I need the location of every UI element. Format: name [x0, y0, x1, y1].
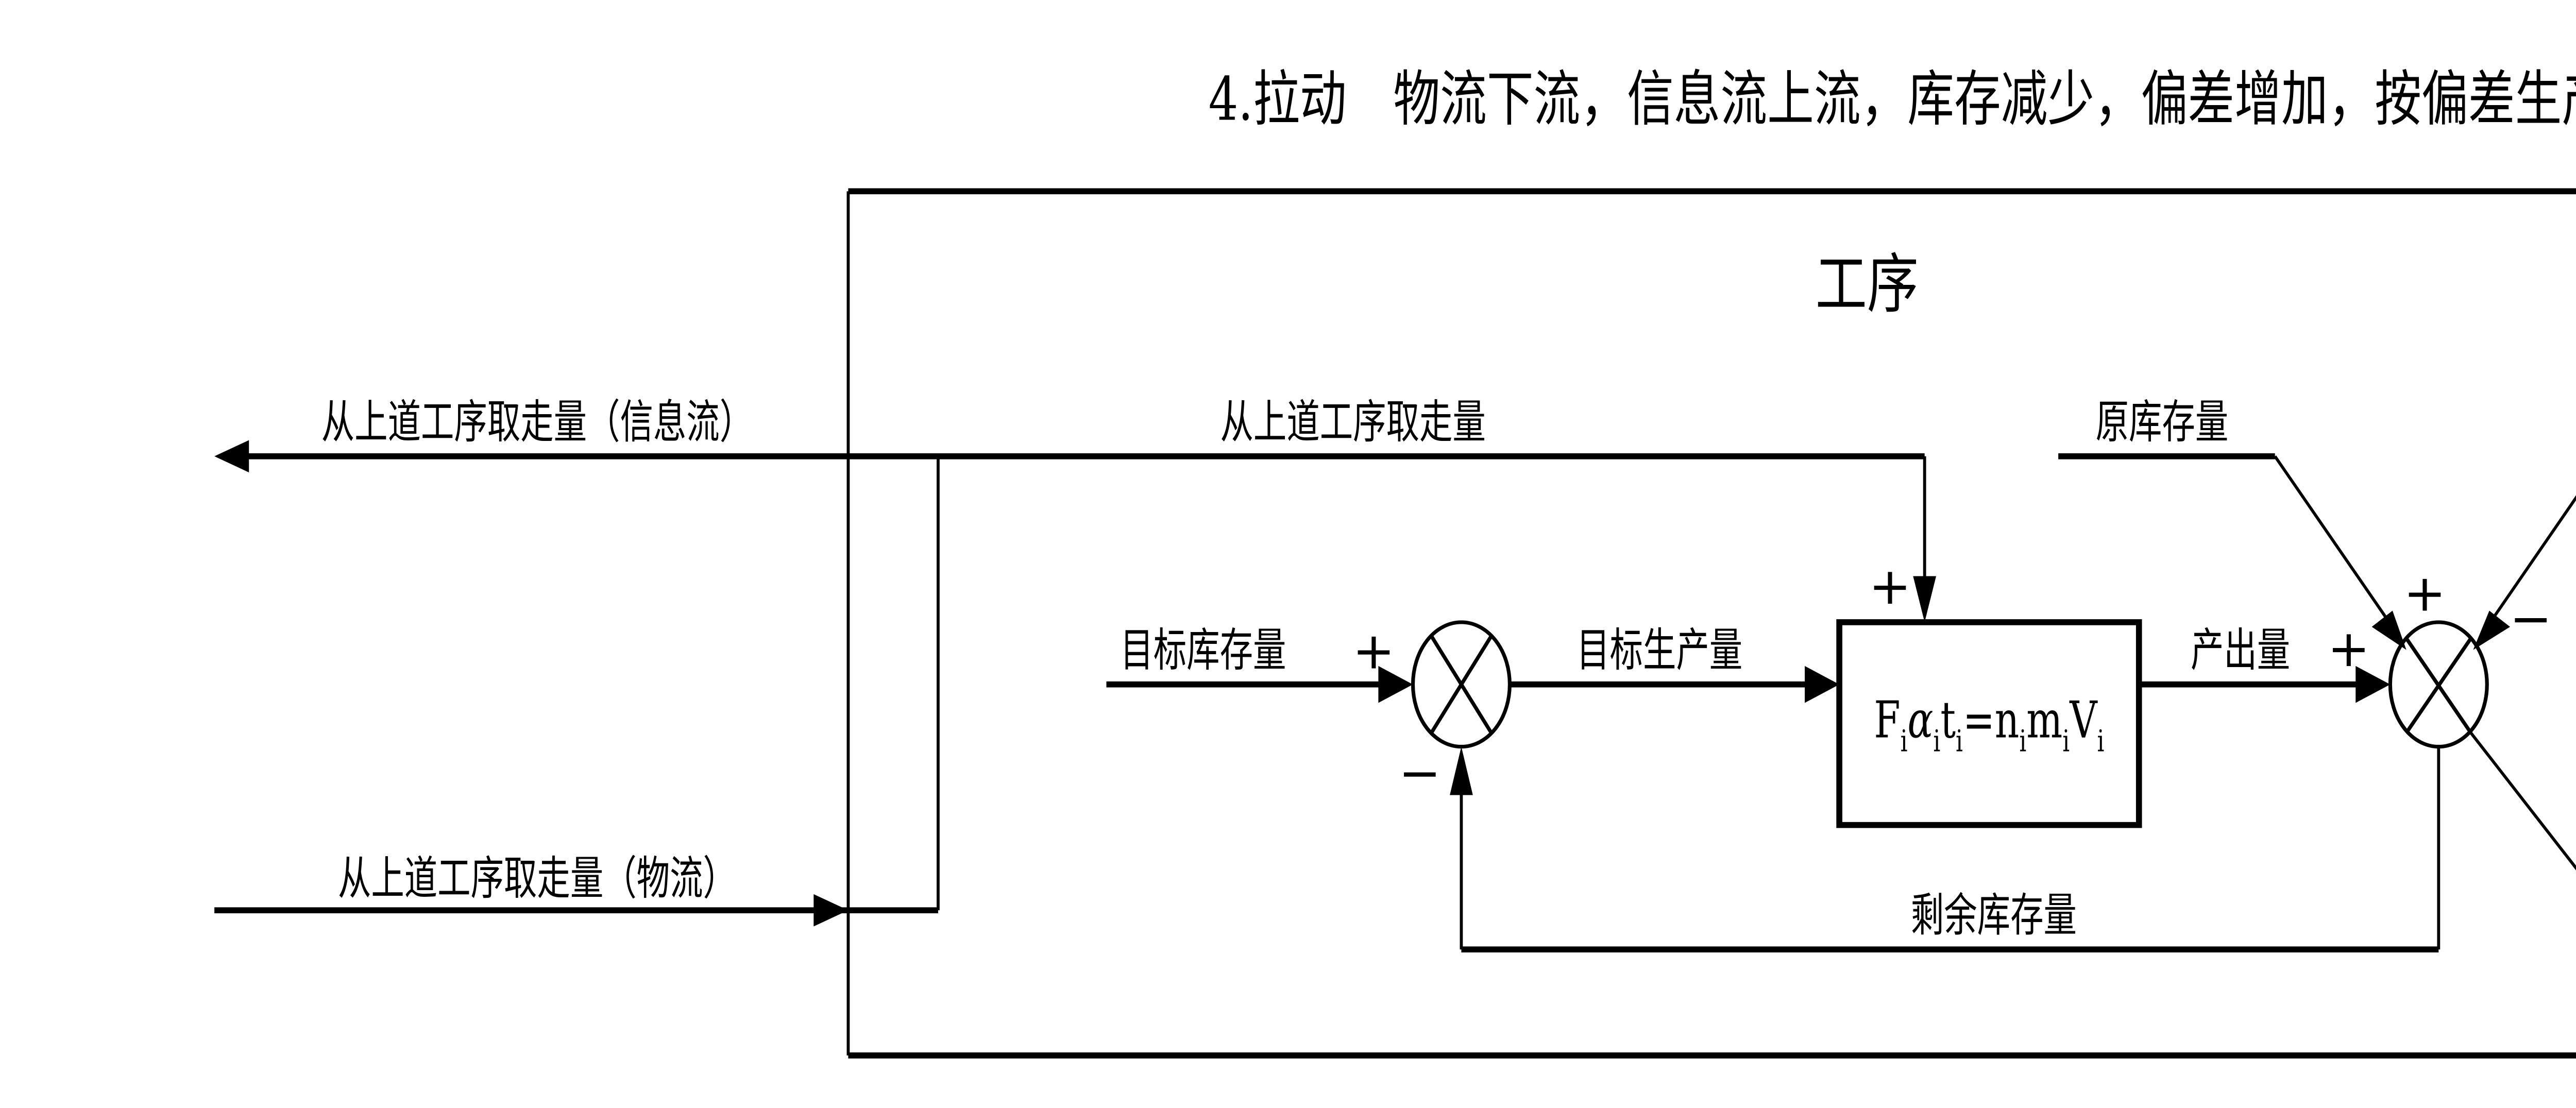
output-quantity-label: 产出量	[2191, 624, 2290, 677]
arrow-diagonal-icon	[2371, 610, 2406, 650]
process-box	[846, 188, 2576, 1059]
summing-junction-2	[2388, 620, 2489, 749]
target-production-flow	[1510, 666, 1840, 703]
upstream-material-label: 从上道工序取走量（物流）	[338, 852, 736, 905]
sign-plus-original: +	[2403, 565, 2446, 623]
output-quantity-flow	[2139, 666, 2391, 703]
upstream-info-label: 从上道工序取走量（信息流）	[321, 396, 753, 449]
sign-plus-output: +	[2328, 620, 2370, 678]
diagram-title: 4.拉动 物流下流，信息流上流，库存减少，偏差增加，按偏差生产	[1209, 64, 2576, 134]
arrow-up-icon	[1450, 746, 1473, 795]
arrow-diagonal-icon	[2473, 610, 2511, 650]
arrow-down-icon	[1913, 576, 1937, 622]
remaining-inventory-feedback	[1450, 746, 2441, 953]
original-inventory-label: 原库存量	[2096, 396, 2229, 449]
arrow-right-icon	[1805, 666, 1840, 703]
upstream-material-flow	[214, 894, 938, 927]
process-label: 工序	[1816, 247, 1919, 322]
target-inventory-flow	[1106, 666, 1413, 703]
sign-plus-target: +	[1352, 622, 1395, 680]
remaining-inventory-label: 剩余库存量	[1911, 889, 2077, 942]
sign-minus-downstream: −	[2510, 590, 2552, 649]
formula-text: Fiαiti=nimiVi	[1874, 690, 2104, 759]
sign-plus-formula-input: +	[1869, 557, 1911, 616]
formula-box: Fiαiti=nimiVi	[1836, 619, 2142, 828]
arrow-right-icon	[2355, 666, 2391, 703]
target-inventory-label: 目标库存量	[1120, 624, 1286, 677]
arrow-right-icon	[814, 894, 849, 927]
arrow-right-icon	[1378, 666, 1413, 703]
original-inventory-flow	[2058, 453, 2406, 650]
downstream-info-flow	[2473, 495, 2576, 650]
summing-junction-1	[1411, 620, 1512, 749]
downstream-material-flow	[2469, 731, 2576, 871]
arrow-left-icon	[214, 440, 249, 473]
upstream-takeaway-label: 从上道工序取走量	[1221, 396, 1486, 449]
target-production-label: 目标生产量	[1577, 624, 1742, 677]
upstream-info-flow	[214, 440, 1937, 911]
sign-minus-feedback: −	[1399, 744, 1441, 803]
